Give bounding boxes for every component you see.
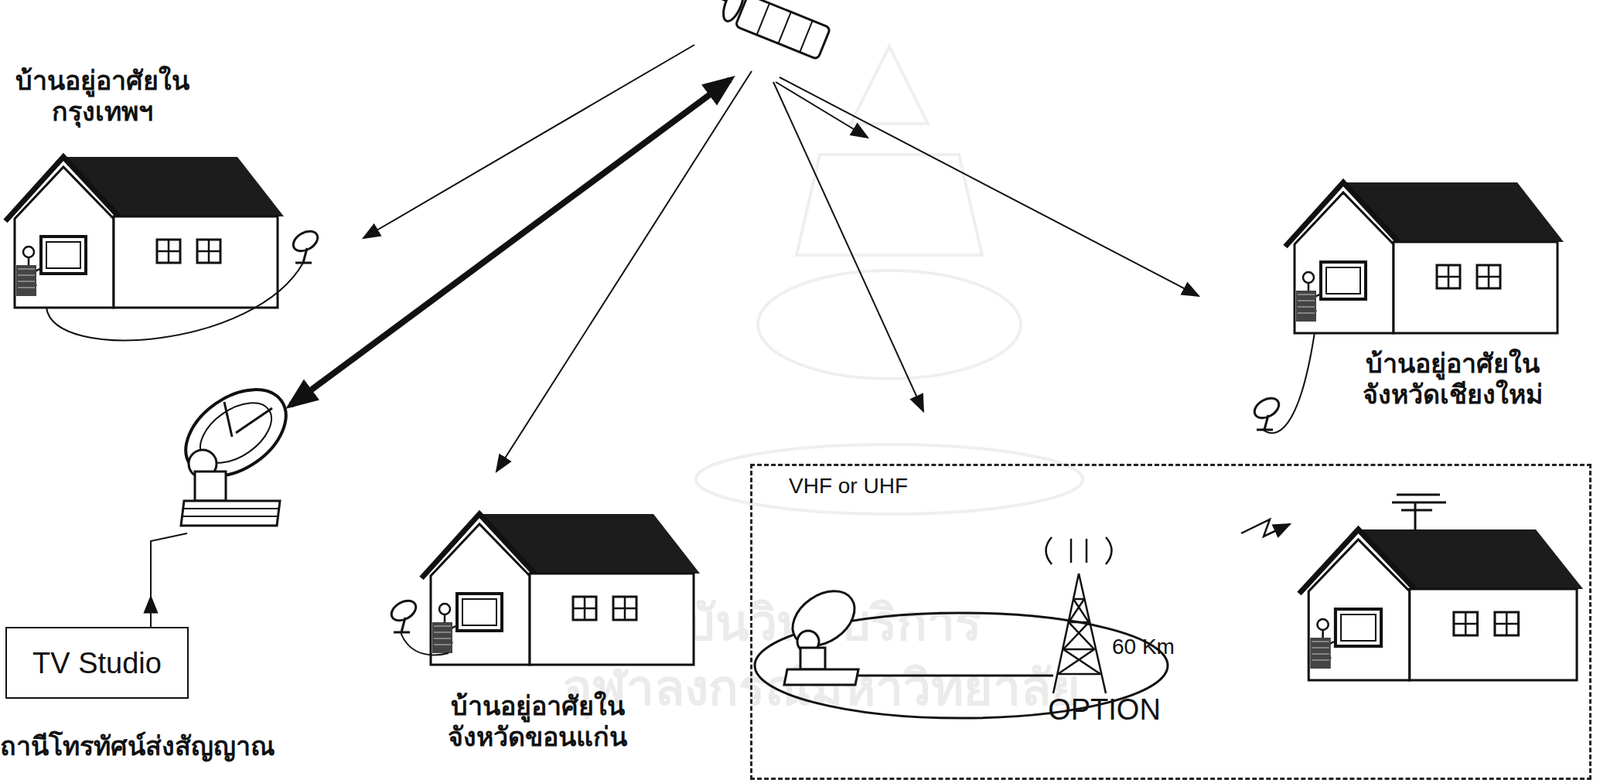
station-caption: ถานีโทรทัศน์ส่งสัญญาณ xyxy=(0,730,310,763)
house-node: บ้านอยู่อาศัยใน จังหวัดเชียงใหม่ xyxy=(1252,171,1586,439)
house-node: บ้านอยู่อาศัยใน กรุงเทพฯ xyxy=(5,64,315,321)
house-caption: บ้านอยู่อาศัยใน กรุงเทพฯ xyxy=(5,64,199,127)
option-box: OPTION xyxy=(750,463,1592,781)
house-node: บ้านอยู่อาศัยใน จังหวัดขอนแก่น xyxy=(390,506,700,762)
house-caption: บ้านอยู่อาศัยใน จังหวัดเชียงใหม่ xyxy=(1336,347,1569,410)
studio-box: TV Studio xyxy=(5,627,189,700)
band-label: VHF or UHF xyxy=(788,473,944,500)
house-caption: บ้านอยู่อาศัยใน จังหวัดขอนแก่น xyxy=(421,690,654,753)
studio-label: TV Studio xyxy=(6,646,188,682)
option-label: OPTION xyxy=(1026,692,1182,728)
range-label: 60 Km xyxy=(1112,634,1205,661)
